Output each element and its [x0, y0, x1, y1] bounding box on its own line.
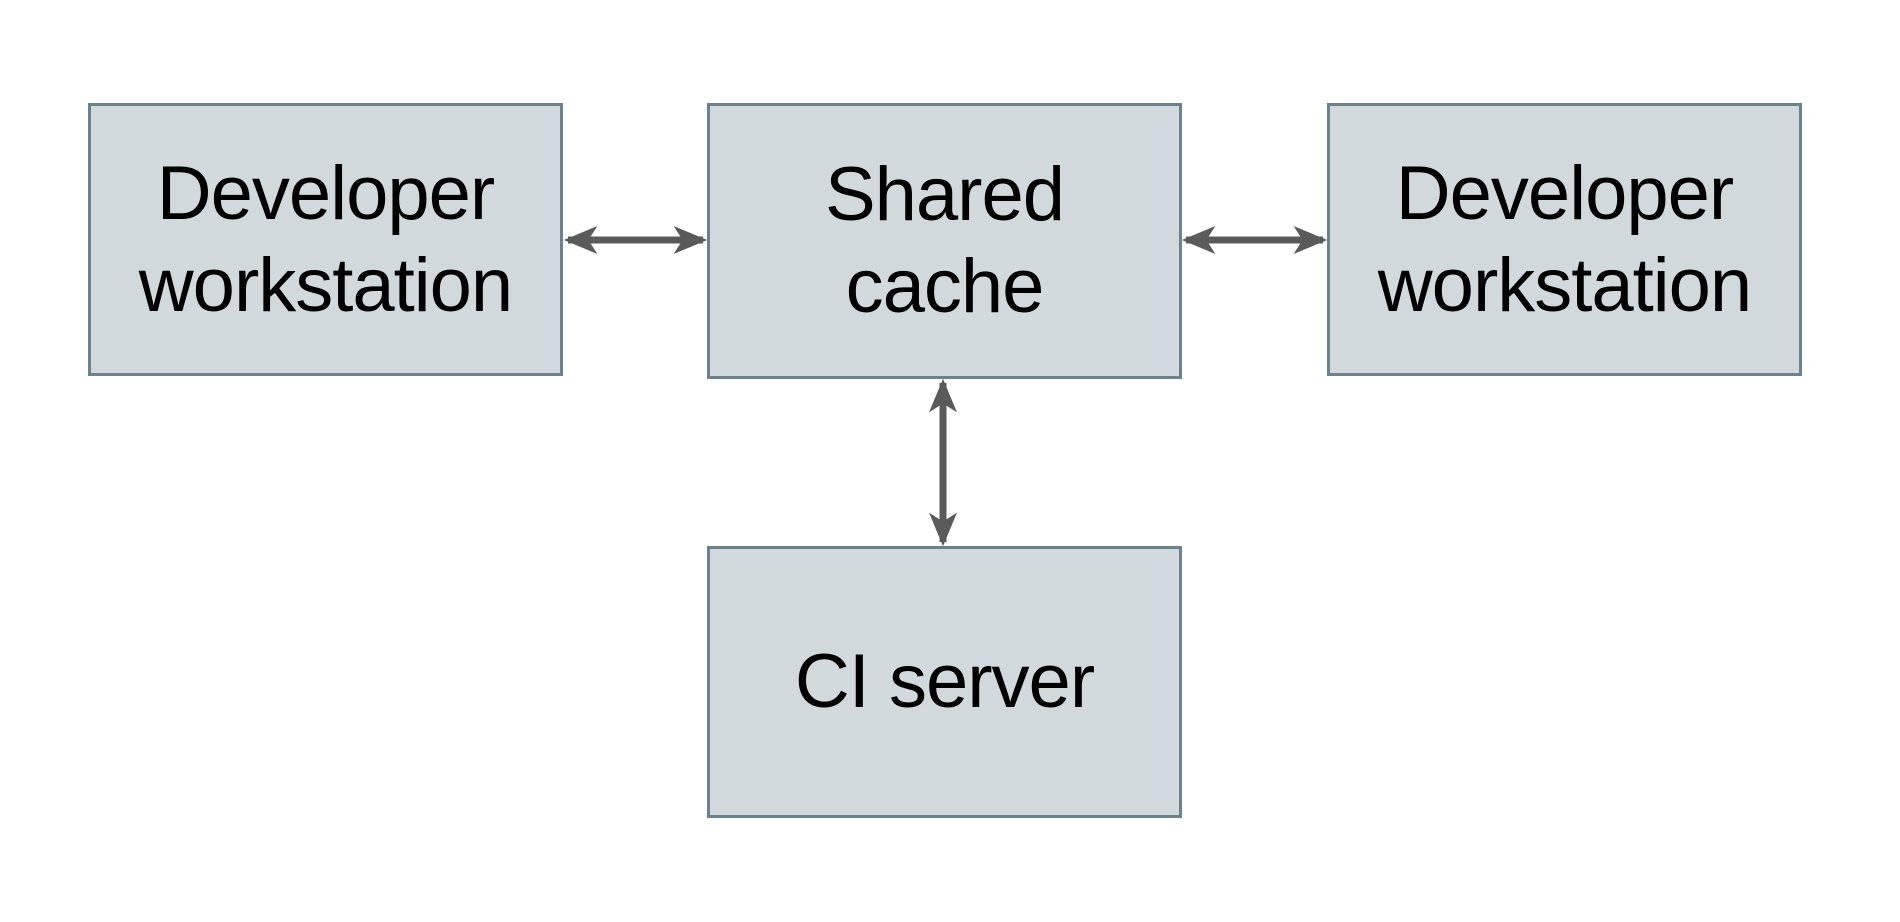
node-shared-cache-label: Shared cache: [824, 152, 1065, 329]
node-developer-workstation-right-label: Developer workstation: [1377, 150, 1752, 328]
node-developer-workstation-left: Developer workstation: [88, 103, 563, 376]
node-developer-workstation-right: Developer workstation: [1327, 103, 1802, 376]
node-developer-workstation-left-label: Developer workstation: [138, 150, 513, 328]
node-shared-cache: Shared cache: [707, 103, 1182, 379]
node-ci-server-label: CI server: [794, 639, 1095, 724]
node-ci-server: CI server: [707, 546, 1182, 818]
